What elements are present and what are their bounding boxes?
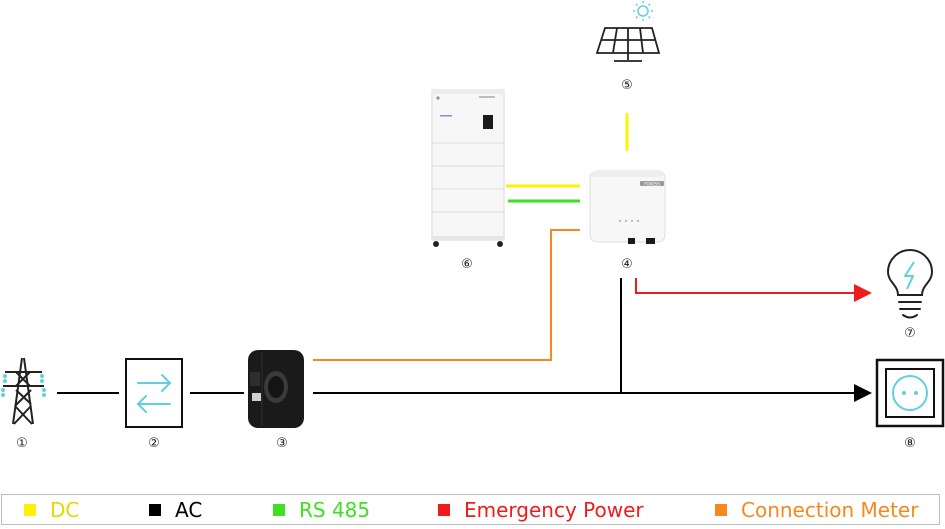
power-pylon-icon bbox=[3, 357, 44, 425]
bidirectional-arrows-icon bbox=[136, 374, 172, 413]
legend-label-ac: AC bbox=[175, 497, 203, 522]
legend-item-meter: Connection Meter bbox=[715, 495, 918, 524]
battery-stack-icon bbox=[431, 89, 505, 247]
number-label-meter: ③ bbox=[276, 436, 288, 451]
legend-swatch-dc bbox=[24, 503, 36, 516]
connection-meter-line bbox=[313, 229, 580, 361]
light-bulb-icon bbox=[886, 249, 934, 319]
number-label-light: ⑦ bbox=[904, 326, 916, 341]
legend-item-dc: DC bbox=[24, 495, 79, 524]
sun-icon bbox=[633, 1, 653, 21]
number-label-socket: ⑧ bbox=[904, 436, 916, 451]
legend-label-dc: DC bbox=[50, 497, 80, 522]
legend-label-meter: Connection Meter bbox=[741, 497, 919, 522]
lightning-bolt-icon bbox=[904, 261, 915, 290]
power-socket-icon bbox=[875, 358, 945, 428]
number-label-switch: ② bbox=[148, 436, 160, 451]
solar-panel-icon bbox=[595, 27, 661, 62]
number-label-solar: ⑤ bbox=[621, 78, 633, 93]
legend: DC AC RS 485 Emergency Power Connection … bbox=[1, 494, 940, 525]
legend-swatch-emergency bbox=[438, 503, 450, 516]
hybrid-inverter-icon: FOXESS bbox=[589, 170, 666, 244]
emergency-power-line bbox=[635, 278, 856, 294]
emergency-arrowhead bbox=[854, 284, 872, 302]
legend-item-ac: AC bbox=[149, 495, 202, 524]
legend-swatch-rs485 bbox=[273, 503, 285, 516]
inverter-brand-label: FOXESS bbox=[644, 182, 660, 187]
pylon-insulators bbox=[1, 374, 46, 397]
number-label-battery: ⑥ bbox=[461, 257, 473, 272]
legend-swatch-meter bbox=[715, 503, 727, 516]
system-diagram: ① ② ③ FOXESS ④ bbox=[1, 1, 945, 451]
legend-item-rs485: RS 485 bbox=[273, 495, 370, 524]
current-clamp-icon bbox=[248, 350, 304, 428]
number-label-inverter: ④ bbox=[621, 257, 633, 272]
number-label-pylon: ① bbox=[16, 436, 28, 451]
legend-label-rs485: RS 485 bbox=[299, 497, 371, 522]
legend-swatch-ac bbox=[149, 503, 161, 516]
ac-arrowhead bbox=[854, 384, 872, 402]
legend-label-emergency: Emergency Power bbox=[464, 497, 644, 522]
legend-item-emergency: Emergency Power bbox=[438, 495, 644, 524]
switch-box bbox=[125, 358, 183, 428]
